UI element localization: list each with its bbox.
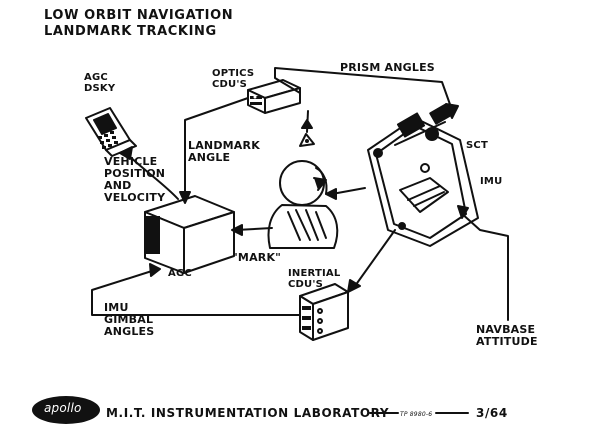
label-sct: SCT [466,140,488,151]
agc-box [144,195,235,274]
arrow-mark [231,224,243,236]
label-landmark-angle: LANDMARK ANGLE [188,139,260,164]
label-optics-cdus: OPTICS CDU'S [212,68,255,90]
navbase-assembly [367,103,479,247]
label-inertial-cdus: INERTIAL CDU'S [288,268,341,290]
dsky-device [85,107,137,157]
label-vehicle-position: VEHICLE POSITION AND VELOCITY [104,155,166,204]
footer-date: 3/64 [476,406,508,420]
apollo-logo-text: apollo [44,401,82,415]
navbase-line [459,211,509,321]
label-agc: AGC [168,268,192,279]
arrow-to-cdu [347,279,361,293]
arrow-to-sextant [301,119,313,129]
landmark-angle-line [184,97,249,197]
title-line-1: LOW ORBIT NAVIGATION [44,8,234,23]
sextant-symbol [299,133,315,147]
gimbal-angles-line [91,269,301,316]
arrow-to-astronaut [325,188,337,200]
footer-ref: TP 8980-6 [400,411,433,418]
label-prism-angles: PRISM ANGLES [340,61,435,74]
label-mark: "MARK" [232,251,282,264]
prism-angles-line [274,67,453,111]
arrow-to-sct [445,103,459,119]
apollo-logo [32,396,100,424]
footer-lab: M.I.T. INSTRUMENTATION LABORATORY [106,406,390,420]
label-imu: IMU [480,176,503,187]
sct-astronaut-line [331,187,366,195]
imu-cdu-line [354,229,396,287]
footer-art [32,396,469,424]
arrow-gimbal-agc [149,263,161,277]
label-imu-gimbal-angles: IMU GIMBAL ANGLES [104,301,155,338]
astronaut-figure [267,160,339,249]
arrow-navbase [457,205,469,219]
label-navbase-attitude: NAVBASE ATTITUDE [476,323,538,348]
title-line-2: LANDMARK TRACKING [44,24,217,39]
label-agc-dsky: AGC DSKY [84,72,116,94]
connection-lines [91,67,509,321]
arrow-to-agc [179,191,191,204]
dsky-agc-line [127,154,179,200]
arrow-to-dsky [119,146,133,160]
optics-cdu-box [247,79,301,114]
inertial-cdu-box [299,283,349,341]
